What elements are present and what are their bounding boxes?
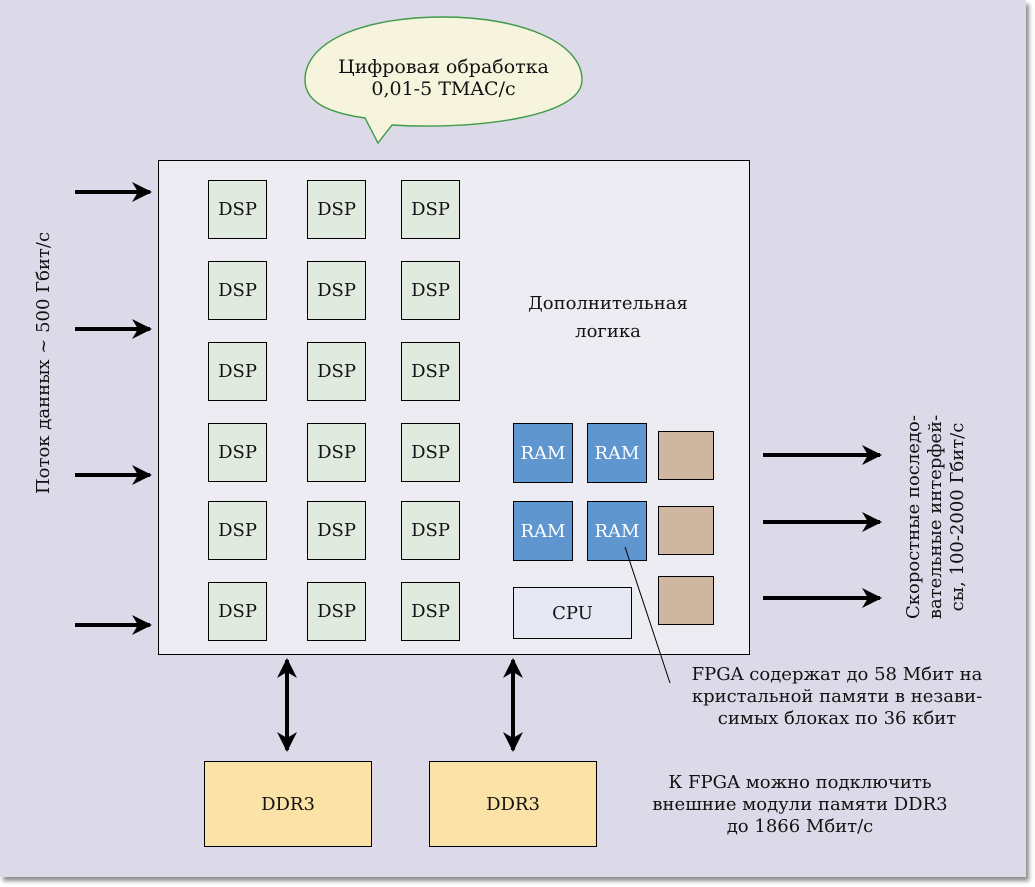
dsp-block: DSP [401, 342, 460, 401]
serial-interfaces-label: Скоростные последо- вательные интерфей- … [903, 414, 968, 620]
dsp-block: DSP [208, 423, 267, 482]
dsp-block: DSP [307, 261, 366, 320]
ddr3-module: DDR3 [429, 761, 597, 847]
ram-block: RAM [513, 501, 573, 561]
dsp-block: DSP [401, 423, 460, 482]
callout-text: Цифровая обработка 0,01-5 TMAC/с [338, 56, 549, 100]
ddr-note: К FPGA можно подключить внешние модули п… [652, 772, 948, 837]
input-data-stream-label: Поток данных ~ 500 Гбит/с [33, 231, 54, 495]
transceiver-block [658, 576, 714, 625]
ram-block: RAM [587, 501, 647, 561]
dsp-block: DSP [307, 423, 366, 482]
dsp-block: DSP [208, 180, 267, 239]
ddr3-module: DDR3 [204, 761, 372, 847]
dsp-block: DSP [208, 342, 267, 401]
dsp-block: DSP [307, 180, 366, 239]
dsp-block: DSP [208, 501, 267, 560]
ram-block: RAM [587, 423, 647, 483]
transceiver-block [658, 431, 714, 480]
cpu-block: CPU [513, 587, 632, 639]
dsp-block: DSP [208, 582, 267, 641]
dsp-block: DSP [307, 582, 366, 641]
dsp-block: DSP [401, 261, 460, 320]
dsp-block: DSP [208, 261, 267, 320]
dsp-block: DSP [307, 501, 366, 560]
dsp-block: DSP [401, 582, 460, 641]
transceiver-block [658, 506, 714, 555]
callout-bubble [304, 16, 583, 145]
ram-note: FPGA содержат до 58 Мбит на кристальной … [691, 664, 983, 729]
dsp-block: DSP [401, 180, 460, 239]
dsp-block: DSP [401, 501, 460, 560]
dsp-block: DSP [307, 342, 366, 401]
ram-block: RAM [513, 423, 573, 483]
additional-logic-label: Дополнительная логика [528, 293, 688, 342]
